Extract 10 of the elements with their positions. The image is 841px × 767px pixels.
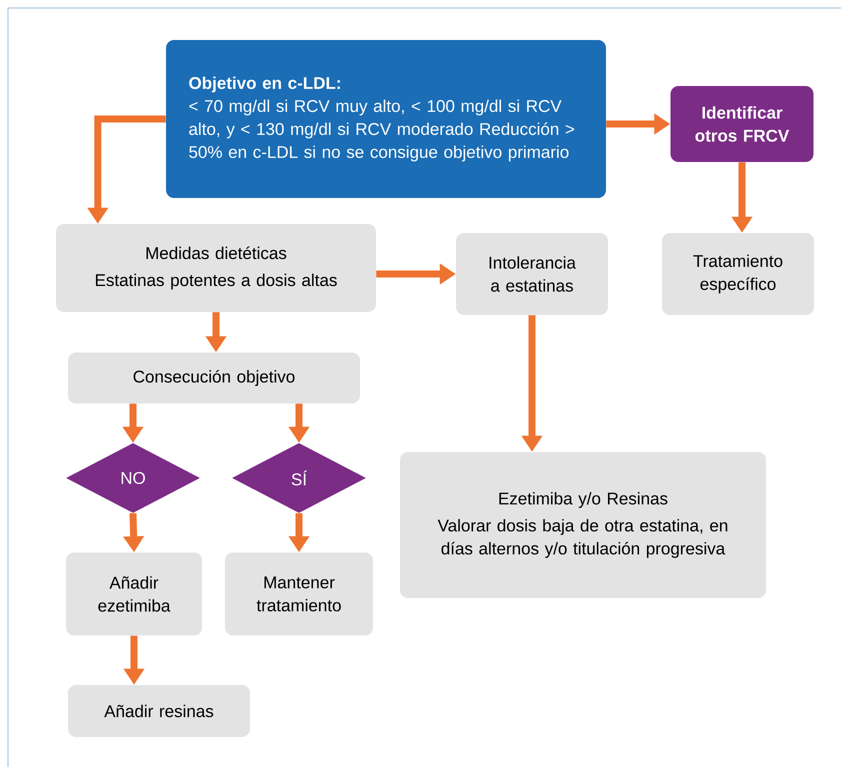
process-box: Intolerancia a estatinas (456, 233, 608, 315)
process-box: Consecución objetivo (68, 352, 360, 404)
process-box: Medidas dietéticas Estatinas potentes a dosis altas (56, 224, 376, 312)
process-box: Mantener tratamiento (225, 552, 373, 636)
process-box: Ezetimiba y/o Resinas Valorar dosis baja de otra estatina, en días alternos y/o titulación progresiva (400, 452, 766, 598)
process-box: Añadir resinas (68, 685, 250, 737)
process-box: Identificar otros FRCV (670, 86, 814, 162)
process-box: Tratamiento específico (662, 233, 814, 315)
process-box: Añadir ezetimiba (66, 552, 202, 636)
goal-box: Objetivo en c-LDL: < 70 mg/dl si RCV muy alto, < 100 mg/dl si RCV alto, y < 130 mg/dl si RCV moderado Reducción > 50% en c-LDL si no se consigue objetivo primario (166, 40, 606, 198)
